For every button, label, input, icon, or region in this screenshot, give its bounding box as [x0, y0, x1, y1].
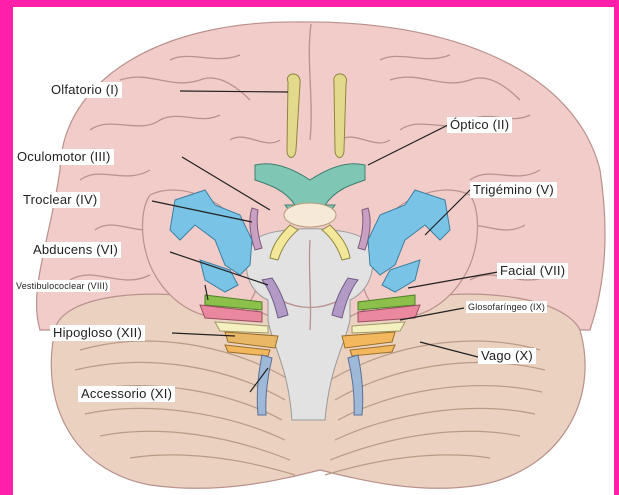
label-glosofaringeo: Glosofaríngeo (IX) — [466, 301, 547, 313]
label-accessorio: Accessorio (XI) — [78, 386, 175, 402]
label-abducens: Abducens (VI) — [30, 242, 121, 258]
label-facial: Facial (VII) — [497, 263, 568, 279]
label-oculomotor: Oculomotor (III) — [14, 149, 114, 165]
label-olfatorio: Olfatorio (I) — [48, 82, 122, 98]
label-trigemino: Trigémino (V) — [470, 182, 557, 198]
label-hipogloso: Hipogloso (XII) — [50, 325, 145, 341]
label-troclear: Troclear (IV) — [20, 192, 100, 208]
label-vago: Vago (X) — [478, 348, 536, 364]
label-vestibulococlear: Vestibulococlear (VIII) — [14, 280, 110, 292]
label-optico: Óptico (II) — [447, 117, 512, 133]
